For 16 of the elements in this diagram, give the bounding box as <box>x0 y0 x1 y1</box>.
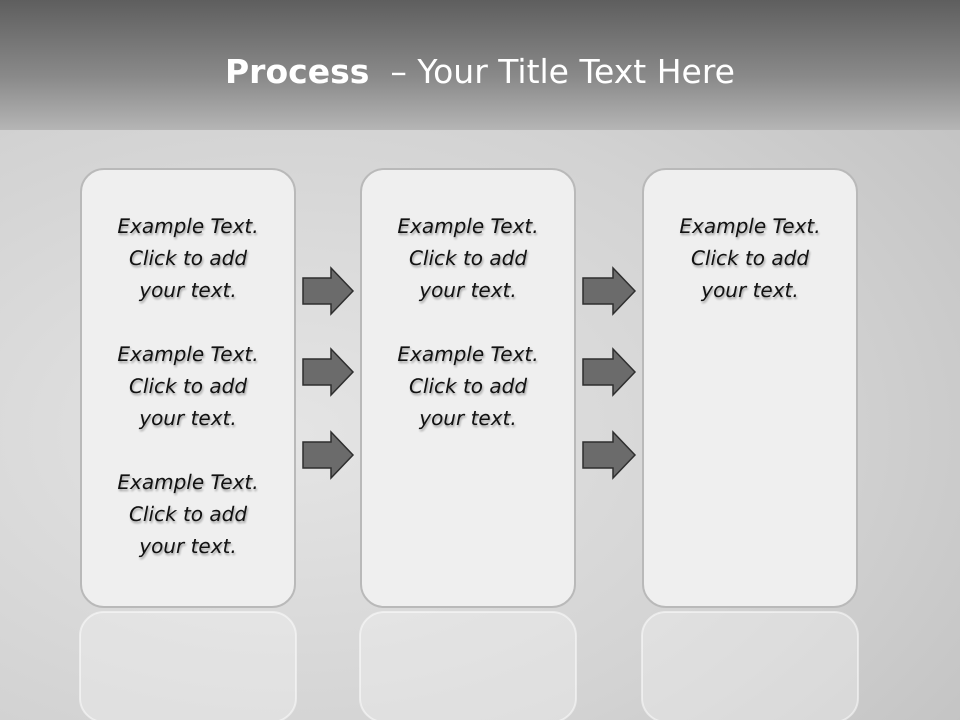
example-text: Example Text. Click to add your text. <box>678 213 822 304</box>
block-arrow <box>582 266 636 316</box>
text-panel <box>642 168 858 608</box>
text-panel <box>80 168 296 608</box>
example-text: Example Text. Click to add your text. <box>116 341 260 432</box>
block-arrow <box>582 430 636 480</box>
example-text: Example Text. Click to add your text. <box>396 341 540 432</box>
block-arrow <box>302 347 354 397</box>
block-arrow <box>582 347 636 397</box>
example-text: Example Text. Click to add your text. <box>116 213 260 304</box>
example-text: Example Text. Click to add your text. <box>116 469 260 560</box>
block-arrow <box>302 430 354 480</box>
text-panel <box>360 168 576 608</box>
slide-title: Process – Your Title Text Here <box>224 52 736 91</box>
example-text: Example Text. Click to add your text. <box>396 213 540 304</box>
block-arrow <box>302 266 354 316</box>
